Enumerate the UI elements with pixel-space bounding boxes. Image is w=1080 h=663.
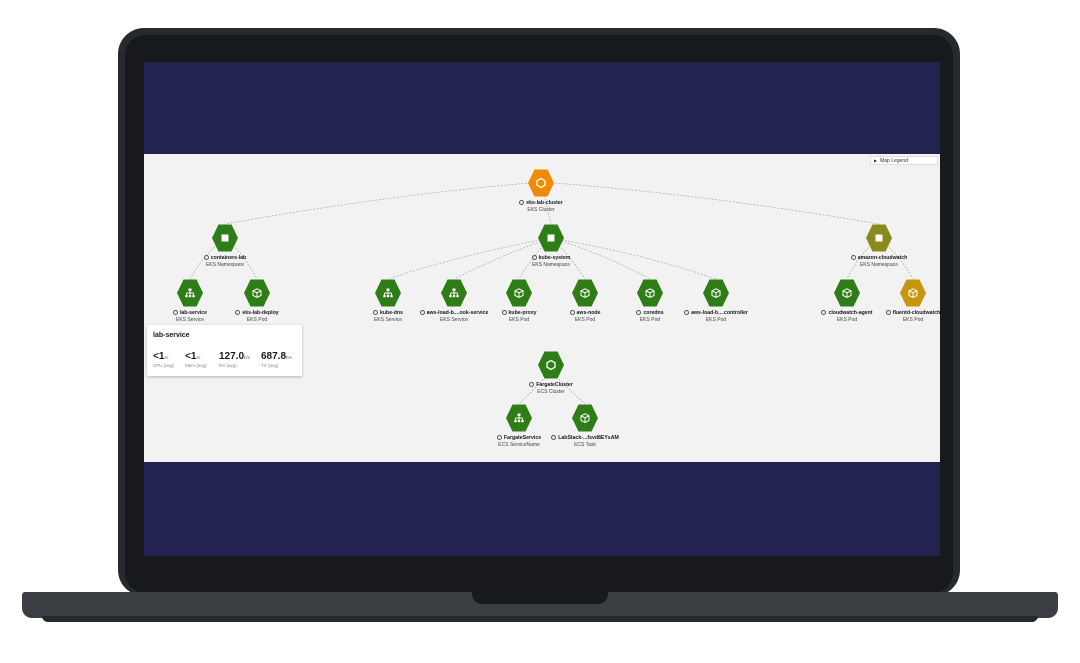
node-aws-load-controller[interactable]: aws-load-b....controller EKS Pod xyxy=(656,279,776,323)
edge xyxy=(540,181,880,225)
node-name: containers-lab xyxy=(210,255,247,261)
node-name: amazon-cloudwatch xyxy=(857,255,908,261)
node-lab-service[interactable]: lab-service EKS Service xyxy=(144,279,250,323)
node-type: EKS Cluster xyxy=(527,207,555,213)
laptop-screen: ▶ Map Legend eks-lab-cluster EKS Cluster… xyxy=(144,62,940,556)
metric-value: <1 xyxy=(185,351,197,362)
node-type: EKS Pod xyxy=(705,317,727,323)
edge xyxy=(224,181,542,225)
node-kube-dns[interactable]: kube-dns EKS Service xyxy=(328,279,448,323)
service-map[interactable]: ▶ Map Legend eks-lab-cluster EKS Cluster… xyxy=(144,154,940,462)
service-icon xyxy=(375,279,401,307)
map-legend-label: Map Legend xyxy=(880,157,908,164)
metric-label: TX (avg) xyxy=(261,363,279,368)
metric-value: 127.0 xyxy=(219,351,245,362)
metric-unit: b/s xyxy=(244,355,251,360)
node-name: FargateCluster xyxy=(536,382,573,388)
node-fargate-cluster[interactable]: FargateCluster ECS Cluster xyxy=(491,351,611,395)
node-name: FargateService xyxy=(503,435,542,441)
metric-unit: % xyxy=(164,355,169,360)
node-kube-proxy[interactable]: kube-proxy EKS Pod xyxy=(459,279,579,323)
cluster-icon xyxy=(528,169,554,197)
node-metrics-panel: lab-service <1% CPU (avg) <1% Mem (avg) … xyxy=(147,325,302,376)
node-fargate-service[interactable]: FargateService ECS ServiceName xyxy=(459,404,579,448)
node-type: ECS Task xyxy=(574,442,596,448)
node-type: EKS Namespace xyxy=(531,262,571,268)
node-type: EKS Service xyxy=(373,317,403,323)
metric-unit: % xyxy=(196,355,201,360)
map-legend-button[interactable]: ▶ Map Legend xyxy=(870,156,938,165)
node-type: EKS Pod xyxy=(574,317,596,323)
metric-label: RX (avg) xyxy=(219,363,237,368)
node-fluentd-cloudwatch[interactable]: fluentd-cloudwatch EKS Pod xyxy=(853,279,940,323)
metric-rx: 127.0b/s RX (avg) xyxy=(219,351,250,368)
node-name: fluentd-cloudwatch xyxy=(892,310,940,316)
node-eks-lab-deploy[interactable]: eks-lab-deploy EKS Pod xyxy=(197,279,317,323)
namespace-icon xyxy=(866,224,892,252)
metric-tx: 687.8b/s TX (avg) xyxy=(261,351,292,368)
node-aws-load-hook-service[interactable]: aws-load-b....ook-service EKS Service xyxy=(394,279,514,323)
node-eks-lab-cluster[interactable]: eks-lab-cluster EKS Cluster xyxy=(481,169,601,213)
node-name: coredns xyxy=(643,310,664,316)
node-name: LabStack-...fsvd8EYsAM xyxy=(558,435,619,441)
node-name: lab-service xyxy=(179,310,208,316)
node-type: EKS Service xyxy=(439,317,469,323)
node-type: EKS Pod xyxy=(246,317,268,323)
node-type: EKS Pod xyxy=(902,317,924,323)
node-amazon-cloudwatch[interactable]: amazon-cloudwatch EKS Namespace xyxy=(819,224,939,268)
node-cloudwatch-agent[interactable]: cloudwatch-agent EKS Pod xyxy=(787,279,907,323)
node-kube-system[interactable]: kube-system EKS Namespace xyxy=(491,224,611,268)
pod-icon xyxy=(244,279,270,307)
node-name: eks-lab-cluster xyxy=(526,200,563,206)
node-name: aws-node xyxy=(576,310,601,316)
node-type: EKS Pod xyxy=(508,317,530,323)
namespace-icon xyxy=(212,224,238,252)
node-type: EKS Pod xyxy=(639,317,661,323)
metric-cpu: <1% CPU (avg) xyxy=(153,351,174,368)
node-type: ECS ServiceName xyxy=(498,442,540,448)
node-type: EKS Pod xyxy=(836,317,858,323)
node-name: kube-proxy xyxy=(508,310,537,316)
node-name: kube-system xyxy=(538,255,571,261)
laptop-notch xyxy=(472,592,608,604)
pod-icon xyxy=(572,404,598,432)
node-name: aws-load-b....ook-service xyxy=(426,310,489,316)
node-type: EKS Service xyxy=(175,317,205,323)
metric-label: CPU (avg) xyxy=(153,363,175,368)
metric-mem: <1% Mem (avg) xyxy=(185,351,207,368)
pod-icon xyxy=(900,279,926,307)
node-name: cloudwatch-agent xyxy=(828,310,873,316)
node-type: EKS Namespace xyxy=(859,262,899,268)
node-type: EKS Namespace xyxy=(205,262,245,268)
node-type: ECS Cluster xyxy=(537,389,565,395)
metric-label: Mem (avg) xyxy=(185,363,207,368)
cluster-icon xyxy=(538,351,564,379)
node-name: kube-dns xyxy=(379,310,404,316)
service-icon xyxy=(441,279,467,307)
metric-value: <1 xyxy=(153,351,165,362)
metric-unit: b/s xyxy=(286,355,293,360)
caret-right-icon: ▶ xyxy=(874,158,878,163)
pod-icon xyxy=(703,279,729,307)
namespace-icon xyxy=(538,224,564,252)
metric-value: 687.8 xyxy=(261,351,287,362)
node-name: aws-load-b....controller xyxy=(691,310,748,316)
node-name: eks-lab-deploy xyxy=(242,310,279,316)
panel-title: lab-service xyxy=(153,332,190,339)
node-aws-node[interactable]: aws-node EKS Pod xyxy=(525,279,645,323)
edge xyxy=(550,237,717,280)
node-containers-lab[interactable]: containers-lab EKS Namespace xyxy=(165,224,285,268)
node-labstack-task[interactable]: LabStack-...fsvd8EYsAM ECS Task xyxy=(525,404,645,448)
node-coredns[interactable]: coredns EKS Pod xyxy=(590,279,710,323)
laptop-base-bottom xyxy=(42,616,1038,622)
